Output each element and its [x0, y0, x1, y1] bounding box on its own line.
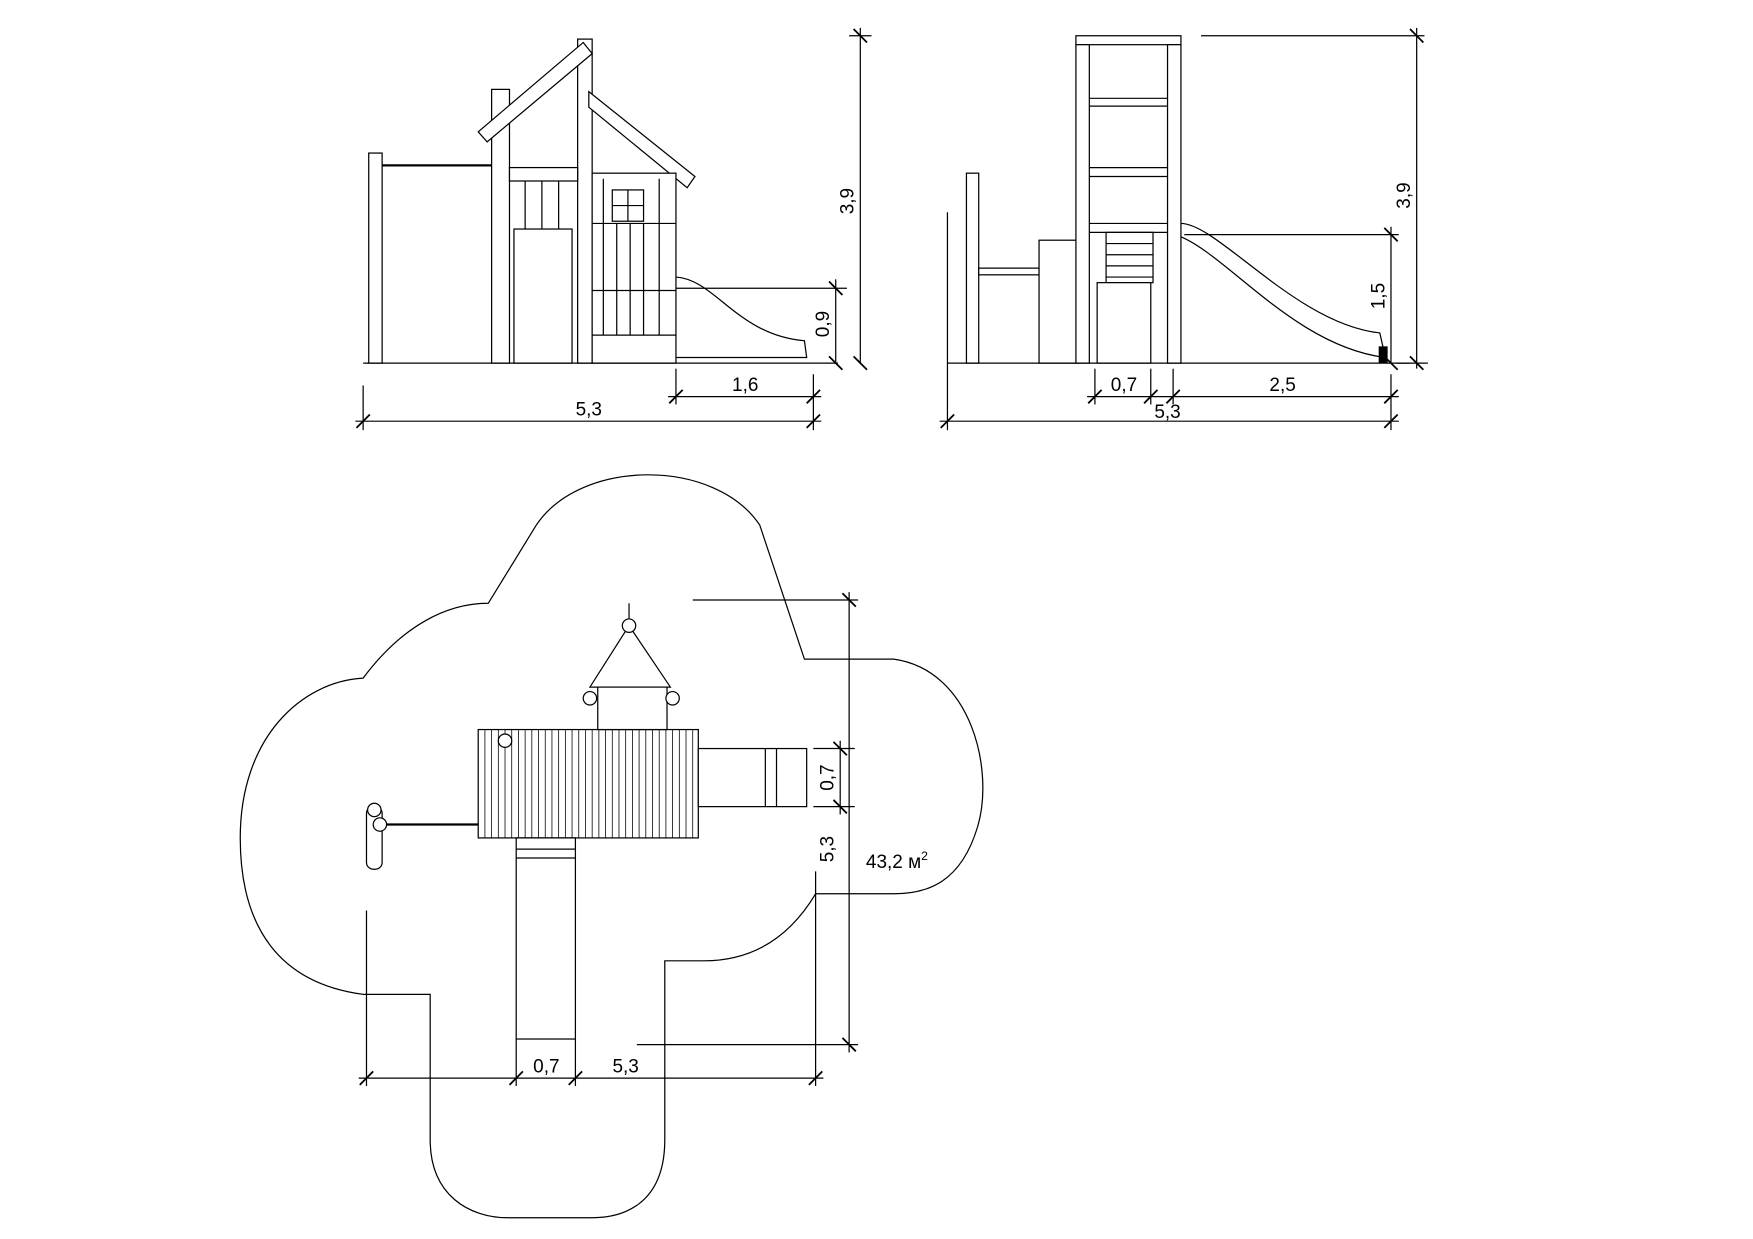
ladder [1105, 231, 1154, 284]
tower-roof [1075, 35, 1182, 46]
front-slide [513, 228, 573, 364]
climbing-post [965, 172, 980, 364]
playhouse-boards [592, 178, 676, 336]
height-dimension: 3,9 [1394, 182, 1415, 208]
post-cap [621, 618, 637, 633]
height-dimension: 3,9 [838, 188, 859, 214]
platform-boards [484, 729, 694, 838]
width-dimension: 5,3 [576, 400, 602, 421]
slide-length-dimension: 1,6 [732, 375, 758, 396]
plan-view: 5,3 0,7 43,2 м2 0,7 5,3 [239, 474, 984, 1219]
tower-boards [524, 180, 560, 230]
tower-post-left [491, 88, 511, 364]
post-cap [665, 690, 680, 706]
tower-post-right [577, 38, 593, 364]
tower-post-right [1166, 44, 1182, 364]
slide-width-dimension: 0,7 [817, 764, 838, 790]
bottom-slide [515, 837, 577, 1040]
bottom-slide-width-dimension: 0,7 [533, 1057, 559, 1078]
ladder-width-dimension: 0,7 [1111, 375, 1137, 396]
post-cap [582, 690, 598, 706]
width-dimension: 5,3 [612, 1057, 638, 1078]
playhouse-roof [588, 624, 672, 688]
playhouse [597, 686, 668, 731]
monkey-bar [978, 267, 1040, 276]
platform [477, 728, 699, 839]
safety-zone-outline [239, 474, 984, 1219]
monkey-bar-post [368, 152, 383, 364]
width-dimension: 5,3 [1154, 402, 1180, 423]
front-slide [1096, 282, 1152, 364]
roof-plank-right [588, 90, 696, 189]
platform-deck [508, 166, 579, 182]
slide-length-dimension: 2,5 [1269, 375, 1295, 396]
tower-post-left [1075, 44, 1090, 364]
post-cap [497, 733, 513, 749]
slide-height-dimension: 1,5 [1368, 283, 1389, 309]
depth-dimension: 5,3 [817, 836, 838, 862]
slide-height-dimension: 0,9 [813, 311, 834, 337]
climbing-wall [1038, 239, 1079, 364]
right-slide [697, 747, 808, 808]
side-elevation: 3,9 0,9 1,6 5,3 [355, 27, 872, 431]
front-elevation: 3,9 1,5 0,7 2,5 5,3 [939, 27, 1428, 431]
slide-end [1378, 346, 1388, 364]
roof-plank-left [477, 41, 594, 143]
side-slide [1180, 222, 1387, 359]
area-label: 43,2 м2 [866, 849, 928, 873]
side-slide [675, 276, 808, 359]
